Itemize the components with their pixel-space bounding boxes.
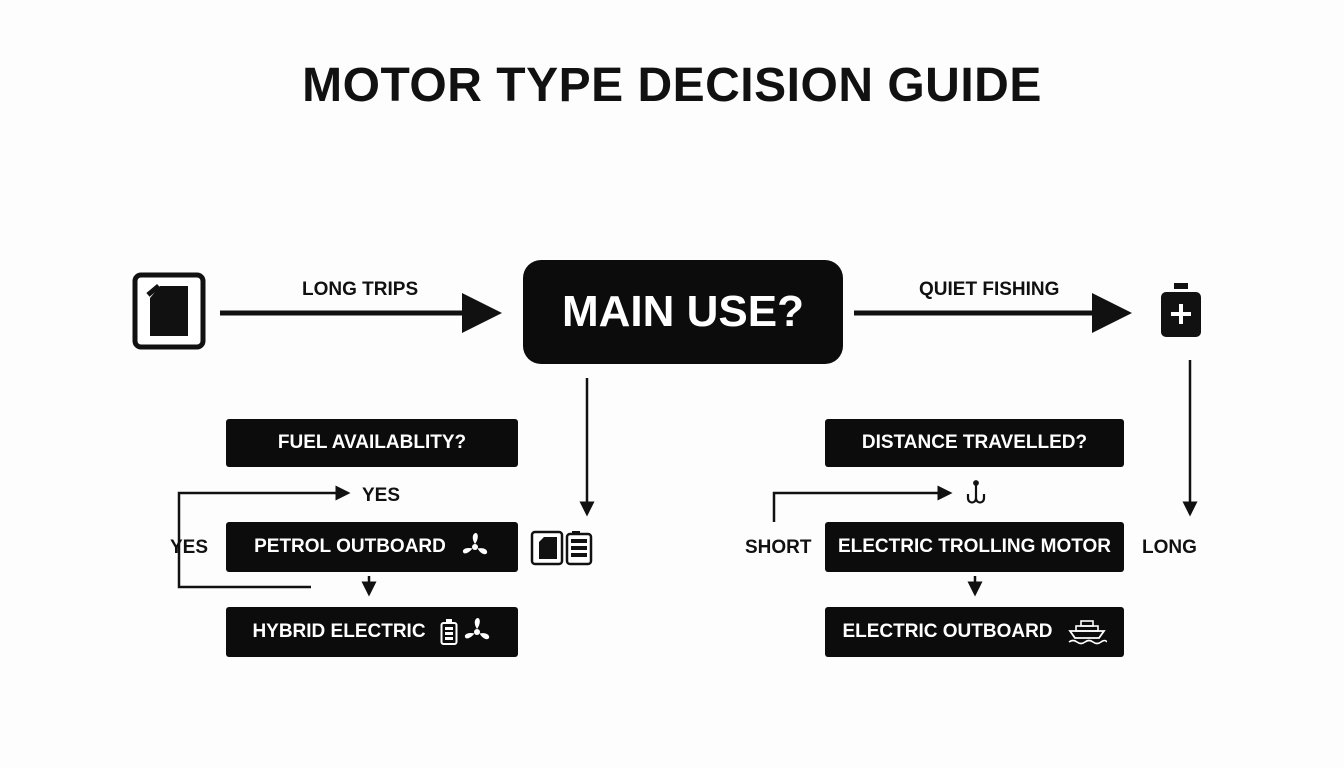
electric-trolling-motor-label: ELECTRIC TROLLING MOTOR (837, 536, 1112, 557)
petrol-outboard-node: PETROL OUTBOARD (226, 522, 518, 572)
fuel-availability-node: FUEL AVAILABLITY? (226, 419, 518, 467)
distance-travelled-label: DISTANCE TRAVELLED? (861, 432, 1088, 453)
fuel-can-icon (530, 530, 564, 566)
edge-label-long-trips: LONG TRIPS (302, 279, 419, 300)
propeller-icon (462, 533, 488, 555)
edge-label-yes-side: YES (170, 537, 209, 558)
page-title: MOTOR TYPE DECISION GUIDE (302, 59, 1042, 112)
electric-outboard-label: ELECTRIC OUTBOARD (842, 621, 1053, 642)
edge-label-short: SHORT (745, 537, 812, 558)
distance-travelled-node: DISTANCE TRAVELLED? (825, 419, 1124, 467)
propeller-icon (464, 618, 489, 640)
loop-right-short (772, 485, 953, 522)
petrol-outboard-label: PETROL OUTBOARD (254, 536, 446, 557)
hybrid-electric-node: HYBRID ELECTRIC (226, 607, 518, 657)
edge-label-yes-top: YES (362, 485, 401, 506)
battery-icon (565, 531, 593, 566)
hybrid-electric-label: HYBRID ELECTRIC (252, 621, 426, 642)
fuel-battery-icon-pair (530, 530, 593, 566)
electric-outboard-node: ELECTRIC OUTBOARD (825, 607, 1124, 657)
boat-icon (1067, 620, 1107, 645)
loop-left-yes (177, 485, 351, 589)
main-question-node: MAIN USE? (523, 260, 843, 364)
battery-icon (1161, 283, 1201, 337)
fishing-hook-icon (966, 480, 986, 504)
edge-label-long: LONG (1142, 537, 1197, 558)
fuel-availability-label: FUEL AVAILABLITY? (277, 432, 467, 453)
battery-icon (440, 619, 458, 645)
edge-label-quiet-fishing: QUIET FISHING (919, 279, 1060, 300)
fuel-can-icon (132, 272, 206, 350)
electric-trolling-motor-node: ELECTRIC TROLLING MOTOR (825, 522, 1124, 572)
